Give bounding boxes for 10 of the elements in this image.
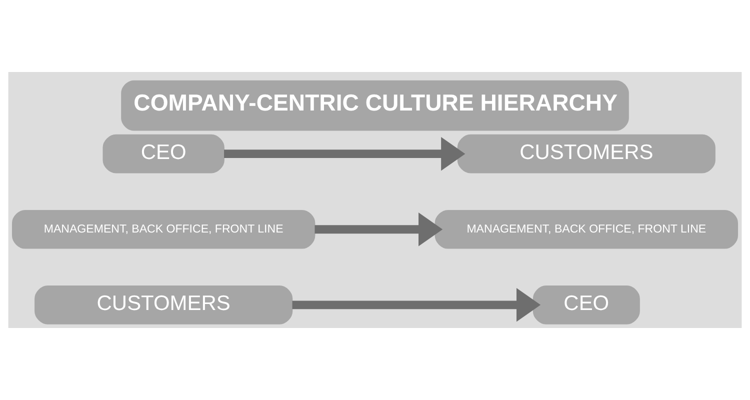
arrow [224,136,466,171]
node-box: MANAGEMENT, BACK OFFICE, FRONT LINE [12,210,316,249]
node-box: CEO [102,134,224,174]
node-box: CUSTOMERS [457,134,716,174]
node-box: MANAGEMENT, BACK OFFICE, FRONT LINE [434,210,738,249]
diagram-title: COMPANY-CENTRIC CULTURE HIERARCHY [134,89,618,116]
node-box: CEO [532,286,640,324]
node-box: CUSTOMERS [34,286,293,324]
arrow [314,212,443,246]
arrow [292,288,541,322]
